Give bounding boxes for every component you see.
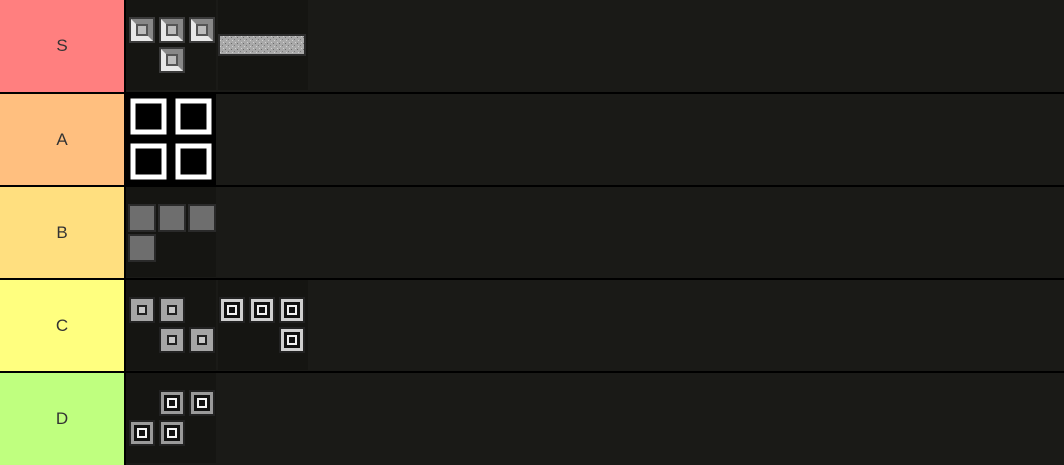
- t-tetromino-item[interactable]: [126, 0, 216, 90]
- tier-items-c[interactable]: [126, 280, 1064, 371]
- s-tetromino-item[interactable]: [126, 373, 216, 463]
- tier-label[interactable]: C: [0, 280, 124, 371]
- o-tetromino-icon: [130, 98, 212, 180]
- tier-row-s: S: [0, 0, 1064, 92]
- s-tetromino-icon: [129, 390, 215, 446]
- j-tetromino-icon: [219, 297, 305, 353]
- tier-items-b[interactable]: [126, 187, 1064, 278]
- l-tetromino-item[interactable]: [126, 187, 216, 277]
- tier-label[interactable]: A: [0, 94, 124, 185]
- tier-items-s[interactable]: [126, 0, 1064, 92]
- tier-row-b: B: [0, 187, 1064, 278]
- o-tetromino-item[interactable]: [126, 94, 216, 185]
- tier-row-d: D: [0, 373, 1064, 465]
- z-tetromino-item[interactable]: [126, 280, 216, 370]
- l-tetromino-icon: [128, 204, 216, 262]
- tier-label[interactable]: S: [0, 0, 124, 92]
- t-tetromino-icon: [129, 17, 215, 73]
- i-tetromino-icon: [218, 34, 306, 56]
- tier-row-c: C: [0, 280, 1064, 371]
- j-tetromino-item[interactable]: [218, 280, 308, 370]
- i-tetromino-item[interactable]: [218, 0, 308, 90]
- tier-label[interactable]: D: [0, 373, 124, 465]
- tier-items-a[interactable]: [126, 94, 1064, 185]
- tier-row-a: A: [0, 94, 1064, 185]
- z-tetromino-icon: [129, 297, 215, 353]
- tier-label[interactable]: B: [0, 187, 124, 278]
- tier-items-d[interactable]: [126, 373, 1064, 465]
